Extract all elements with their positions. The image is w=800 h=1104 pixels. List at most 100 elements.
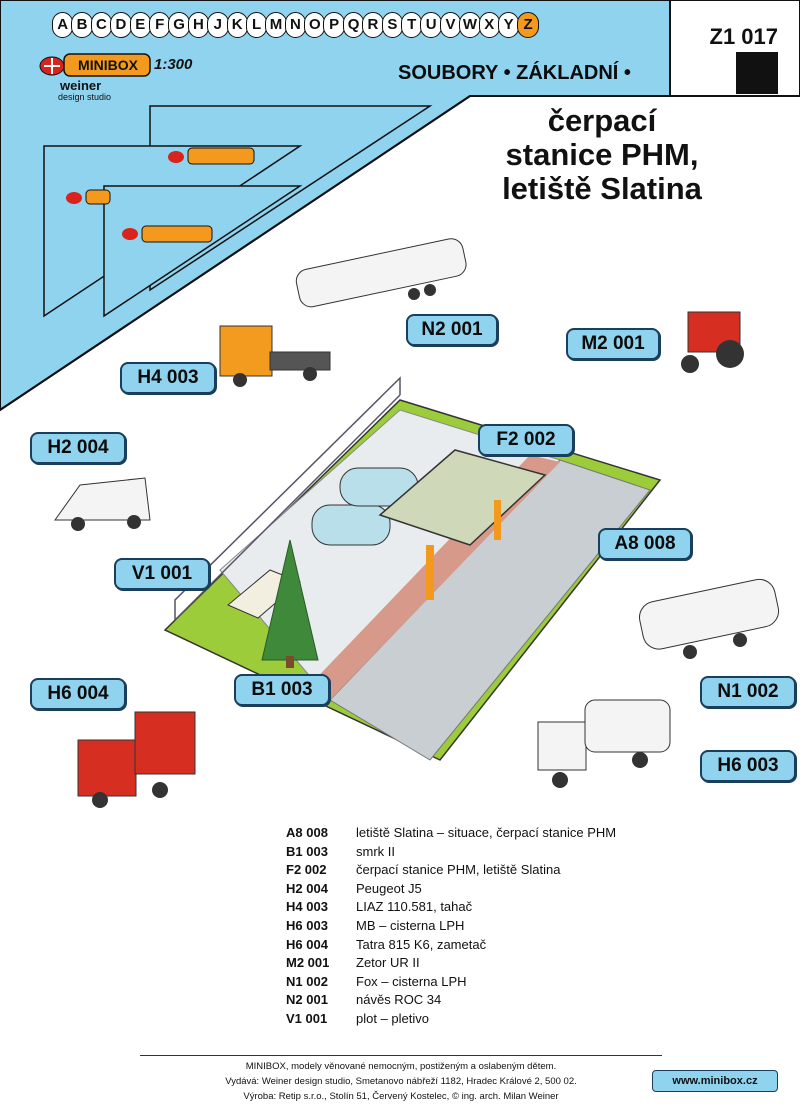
fuel-station-scene: [163, 376, 662, 761]
zetor-tractor-drawing: [681, 311, 744, 373]
alphabet-letter: Z: [517, 12, 539, 38]
label-h6-004: H6 004: [30, 678, 126, 710]
series-title: SOUBORY • ZÁKLADNÍ •: [398, 62, 631, 84]
brand-scale: 1:300: [154, 56, 193, 73]
label-a8-008: A8 008: [598, 528, 692, 560]
part-code: B1 003: [286, 843, 328, 859]
parts-row: M2 001 Zetor UR II: [286, 954, 616, 973]
label-v1-001: V1 001: [114, 558, 210, 590]
parts-row: N1 002 Fox – cisterna LPH: [286, 973, 616, 992]
part-name: čerpací stanice PHM, letiště Slatina: [356, 862, 561, 878]
part-code: H6 003: [286, 917, 328, 933]
alphabet-letter: G: [168, 12, 190, 38]
part-code: A8 008: [286, 825, 328, 840]
trailer-roc34-drawing: [295, 238, 467, 308]
alphabet-letter: U: [420, 12, 442, 38]
brand-name: MINIBOX: [78, 57, 138, 73]
part-name: plot – pletivo: [356, 1010, 429, 1026]
mb-tank-truck-drawing: [537, 699, 671, 788]
alphabet-letter: H: [187, 12, 210, 38]
alphabet-letter: B: [71, 12, 93, 38]
parts-row: A8 008 letiště Slatina – situace, čerpací…: [286, 824, 616, 843]
part-code: V1 001: [286, 1010, 328, 1026]
footer-text: MINIBOX, modely věnované nemocným, posti…: [140, 1059, 662, 1104]
footer-line-3: Výroba: Retip s.r.o., Stolín 51, Červený…: [243, 1091, 559, 1102]
alphabet-letter: S: [381, 12, 404, 38]
parts-row: F2 002 čerpací stanice PHM, letiště Slati…: [286, 861, 616, 880]
alphabet-letter: W: [459, 12, 481, 38]
parts-row: H6 003 MB – cisterna LPH: [286, 917, 616, 936]
part-name: Peugeot J5: [356, 880, 422, 896]
footer-line-1: MINIBOX, modely věnované nemocným, posti…: [245, 1061, 557, 1072]
alphabet-letter: E: [129, 12, 151, 38]
alphabet-letter: R: [362, 12, 384, 38]
part-name: smrk II: [356, 843, 395, 859]
alphabet-letter: Q: [342, 12, 365, 38]
part-code: H6 004: [286, 936, 328, 952]
replica-logo-2: [66, 189, 111, 205]
alphabet-letter: Y: [497, 12, 520, 38]
fox-tank-trailer-drawing: [639, 578, 780, 659]
part-code: F2 002: [286, 862, 327, 878]
part-name: Tatra 815 K6, zametač: [356, 936, 487, 952]
label-h2-004: H2 004: [30, 432, 126, 464]
parts-list: A8 008 letiště Slatina – situace, čerpací…: [286, 824, 616, 1029]
part-code: H4 003: [286, 899, 328, 915]
part-code: N1 002: [286, 973, 328, 989]
parts-row: H4 003 LIAZ 110.581, tahač: [286, 898, 616, 917]
catalog-code: Z1 017: [709, 24, 779, 49]
part-name: Fox – cisterna LPH: [356, 973, 467, 989]
parts-row: V1 001 plot – pletivo: [286, 1010, 616, 1029]
part-name: návěs ROC 34: [356, 992, 442, 1008]
alphabet-letter: C: [90, 12, 113, 38]
footer-divider: [140, 1055, 662, 1056]
alphabet-letter: O: [304, 12, 326, 38]
alphabet-letter: X: [478, 12, 500, 38]
studio-subline: design studio: [58, 92, 112, 102]
part-name: MB – cisterna LPH: [356, 917, 465, 933]
label-h6-003: H6 003: [700, 750, 796, 782]
title-line-3: letiště Slatina: [502, 171, 702, 206]
alphabet-letter: L: [245, 12, 268, 38]
replica-logo-1: [168, 147, 255, 165]
replica-logo-3: [122, 225, 213, 243]
alphabet-letter: F: [148, 12, 171, 38]
part-name: Zetor UR II: [356, 955, 420, 971]
website-link[interactable]: www.minibox.cz: [652, 1070, 778, 1092]
page-title: čerpací stanice PHM, letiště Slatina: [452, 104, 752, 206]
parts-row: H6 004 Tatra 815 K6, zametač: [286, 936, 616, 955]
label-n1-002: N1 002: [700, 676, 796, 708]
label-m2-001: M2 001: [566, 328, 660, 360]
tatra-sweeper-drawing: [77, 711, 196, 808]
label-b1-003: B1 003: [234, 674, 330, 706]
alphabet-letter: A: [52, 12, 74, 38]
alphabet-letter: P: [323, 12, 345, 38]
alphabet-letter: N: [284, 12, 307, 38]
label-h4-003: H4 003: [120, 362, 216, 394]
part-name: letiště Slatina – situace, čerpací stani…: [356, 825, 617, 840]
alphabet-letter: V: [439, 12, 462, 38]
peugeot-van-drawing: [54, 477, 151, 531]
parts-row: N2 001 návěs ROC 34: [286, 991, 616, 1010]
alphabet-letter: D: [110, 12, 132, 38]
alphabet-letter: J: [207, 12, 229, 38]
category-square: [736, 52, 778, 94]
tractor-liaz-drawing: [219, 325, 331, 387]
alphabet-letter: M: [265, 12, 287, 38]
studio-name: weiner: [60, 78, 102, 93]
label-n2-001: N2 001: [406, 314, 498, 346]
label-f2-002: F2 002: [478, 424, 574, 456]
alphabet-letter: K: [226, 12, 248, 38]
part-code: M2 001: [286, 955, 330, 971]
title-line-2: stanice PHM,: [505, 137, 699, 172]
footer-line-2: Vydává: Weiner design studio, Smetanovo …: [225, 1076, 577, 1087]
alphabet-letter: T: [401, 12, 423, 38]
part-code: N2 001: [286, 992, 328, 1008]
minibox-logo: [39, 53, 151, 77]
title-line-1: čerpací: [547, 103, 657, 138]
part-name: LIAZ 110.581, tahač: [356, 899, 473, 915]
